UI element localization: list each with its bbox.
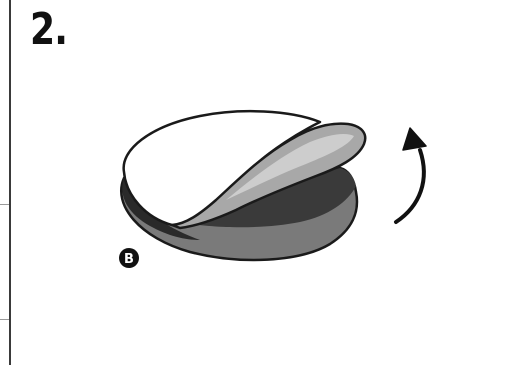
step-number: 2. <box>30 4 68 55</box>
label-b-text: B <box>124 252 134 267</box>
curved-arrow-up-icon <box>394 127 427 224</box>
margin-tick-top <box>0 204 9 205</box>
margin-tick-bottom <box>0 319 9 320</box>
page-left-border <box>9 0 11 365</box>
disc-rim <box>122 178 200 240</box>
film-highlight <box>226 134 354 200</box>
disc-shadow-band <box>180 168 356 228</box>
label-b-badge: B <box>119 248 139 268</box>
